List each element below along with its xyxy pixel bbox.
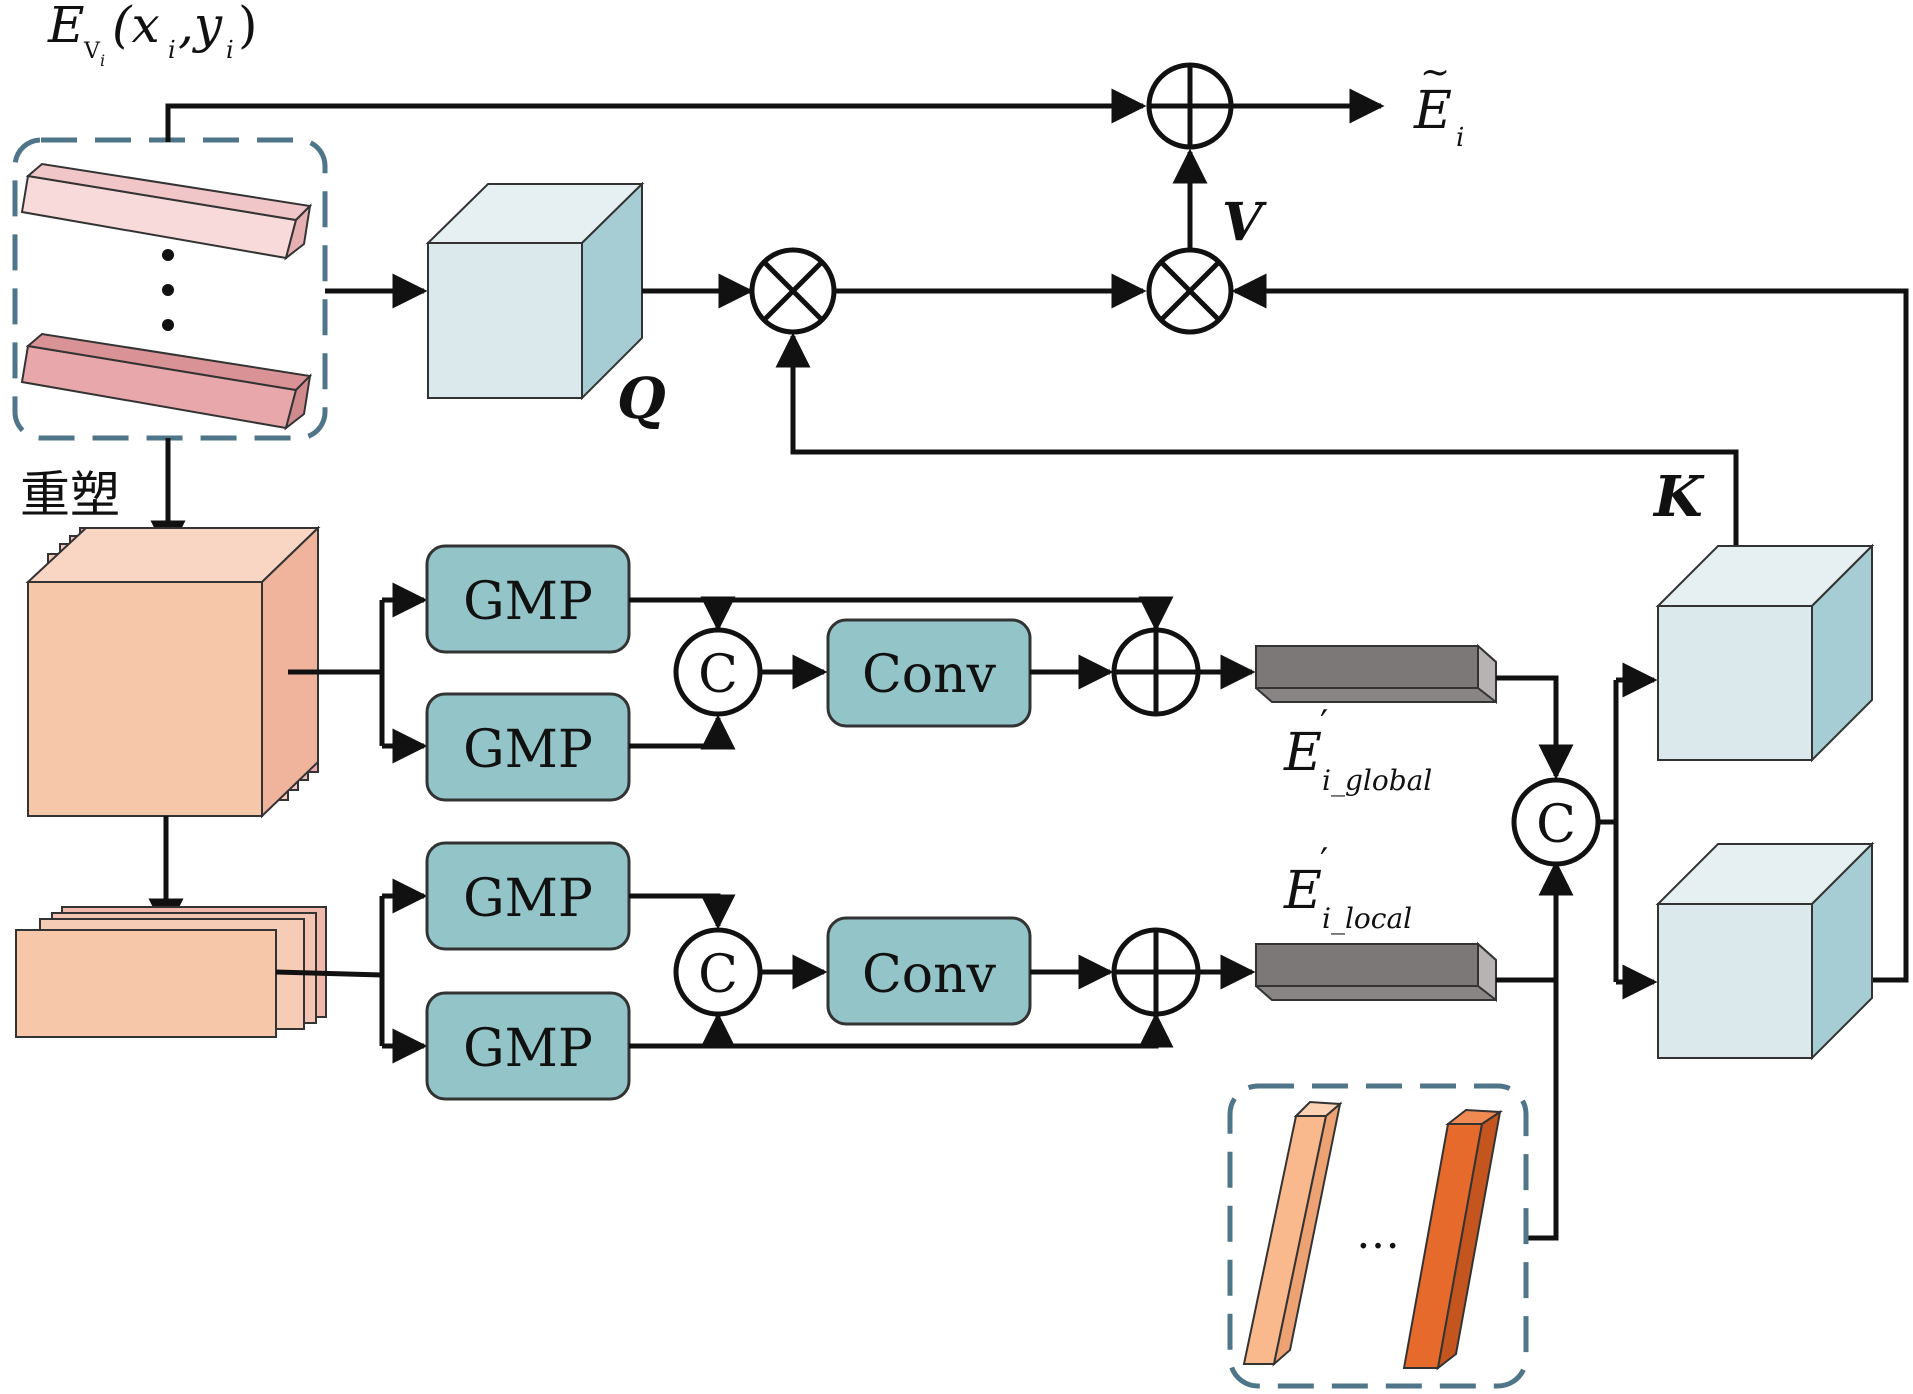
svg-text:Conv: Conv [862, 945, 997, 1005]
svg-text:C: C [1536, 795, 1576, 855]
conv-global: Conv [826, 618, 1032, 728]
svg-text:(x: (x [112, 0, 160, 54]
v-label: V [1222, 192, 1267, 253]
multiply-node-2 [1146, 247, 1234, 335]
reshape-label: 重塑 [20, 466, 120, 524]
k-cube [1655, 543, 1875, 763]
svg-text:C: C [698, 645, 738, 705]
gmp-local-2: GMP [425, 991, 631, 1101]
svg-text:i: i [168, 36, 176, 64]
concat-node-global: C [673, 627, 763, 717]
k-label: K [1652, 464, 1705, 530]
input-bar-bottom [20, 332, 313, 431]
svg-text:E: E [47, 0, 85, 54]
v-cube [1655, 841, 1875, 1061]
svg-text:C: C [698, 945, 738, 1005]
svg-text:): ) [238, 0, 258, 54]
multiply-node-1 [749, 247, 837, 335]
attribute-bar-light [1242, 1100, 1343, 1367]
concat-node-local: C [673, 927, 763, 1017]
svg-text:~: ~ [1420, 52, 1450, 93]
local-branch-stem [275, 969, 383, 978]
svg-text:Conv: Conv [862, 645, 997, 705]
small-feature-stack [15, 906, 327, 1038]
q-cube [425, 181, 645, 401]
svg-text:GMP: GMP [463, 572, 593, 632]
svg-text:E: E [1283, 861, 1322, 921]
svg-text:′: ′ [1320, 704, 1328, 745]
local-embedding-bar [1255, 941, 1497, 1003]
svg-text:i_local: i_local [1322, 902, 1412, 935]
input-label: E V i (x i ,y i ) [47, 0, 258, 70]
svg-text:GMP: GMP [463, 720, 593, 780]
svg-text:E: E [1283, 723, 1322, 783]
svg-text:′: ′ [1320, 842, 1328, 883]
svg-text:,y: ,y [178, 0, 223, 54]
add-node-global [1111, 627, 1201, 717]
attribute-bar-dark [1402, 1108, 1504, 1371]
add-node-top [1146, 62, 1234, 150]
svg-text:V: V [83, 39, 101, 64]
feature-map-stack [25, 525, 321, 819]
local-embedding-label: E ′ i_local [1283, 842, 1412, 935]
output-label: E ~ i [1413, 52, 1464, 153]
svg-text:GMP: GMP [463, 1019, 593, 1079]
attribute-ellipsis: … [1356, 1208, 1400, 1259]
svg-text:i: i [100, 51, 105, 70]
global-embedding-bar [1255, 643, 1497, 705]
k-arrow [775, 332, 1739, 606]
global-embedding-label: E ′ i_global [1283, 704, 1432, 797]
gmp-local-1: GMP [425, 841, 631, 951]
gmp-global-2: GMP [425, 692, 631, 802]
attribute-dashed-group [1227, 1083, 1529, 1389]
conv-local: Conv [826, 916, 1032, 1026]
residual-arrow [165, 88, 1147, 142]
svg-text:E: E [1413, 81, 1452, 141]
svg-text:i: i [226, 36, 234, 64]
svg-text:i_global: i_global [1322, 764, 1432, 797]
gmp-global-1: GMP [425, 544, 631, 654]
input-bar-top [20, 162, 313, 261]
add-node-local [1111, 927, 1201, 1017]
input-dots [162, 249, 174, 331]
q-label: Q [617, 366, 666, 432]
svg-text:GMP: GMP [463, 869, 593, 929]
concat-node-final: C [1511, 777, 1601, 867]
svg-text:i: i [1456, 123, 1464, 153]
